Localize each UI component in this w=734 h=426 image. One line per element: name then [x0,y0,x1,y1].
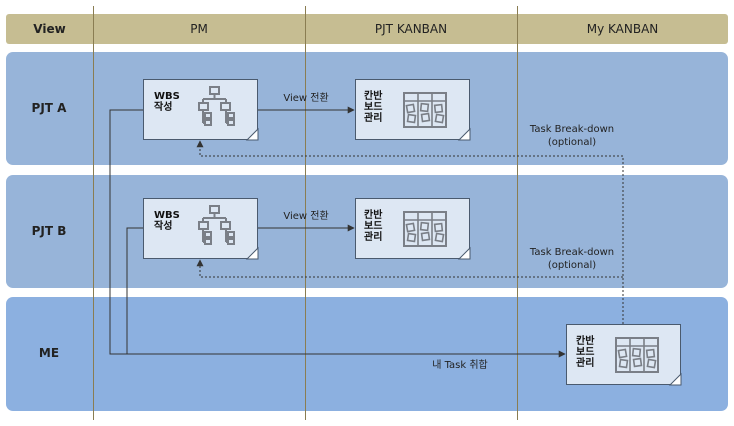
lane-label-pjt-a: PJT A [31,101,67,115]
wbs-card-pjt-a-fold [245,127,259,141]
header-pm: PM [190,22,208,36]
org-chart-icon [198,205,235,245]
kanban-card-pjt-a-fold [457,127,471,141]
kanban-card-me[interactable] [566,324,681,385]
header-bar [6,14,728,44]
kanban-card-pjt-b[interactable] [355,198,470,259]
column-divider-2 [305,6,306,420]
lane-label-pjt-b: PJT B [31,224,67,238]
lane-label-me: ME [38,346,60,360]
kanban-board-icon [403,92,447,128]
wbs-card-label: WBS 작성 [154,91,180,113]
kanban-board-icon [403,211,447,247]
edge-take-task-pjt-a [109,109,566,358]
column-divider-1 [93,6,94,420]
edge-label-breakdown: Task Break-down (optional) [529,247,615,271]
wbs-card-pjt-b-fold [245,246,259,260]
edge-breakdown-pjt-a [196,140,624,324]
org-chart-icon [198,86,235,126]
header-view: View [33,22,66,36]
edge-label-view-switch: View 전환 [283,93,329,104]
edge-take-task-pjt-b [126,227,143,354]
header-pjt-kanban: PJT KANBAN [374,22,448,36]
edge-label-take-task: 내 Task 취합 [432,360,488,371]
wbs-card-label: WBS 작성 [154,210,180,232]
edge-breakdown-pjt-b [196,259,623,278]
edge-label-view-switch: View 전환 [283,211,329,222]
edge-label-breakdown: Task Break-down (optional) [529,124,615,148]
header-my-kanban: My KANBAN [586,22,659,36]
kanban-card-me-fold [668,372,682,386]
kanban-board-icon [615,337,659,373]
kanban-card-label: 칸반 보드 관리 [576,336,595,369]
kanban-card-pjt-a[interactable] [355,79,470,140]
kanban-card-pjt-b-fold [457,246,471,260]
kanban-card-label: 칸반 보드 관리 [364,210,383,243]
column-divider-3 [517,6,518,420]
kanban-card-label: 칸반 보드 관리 [364,91,383,124]
